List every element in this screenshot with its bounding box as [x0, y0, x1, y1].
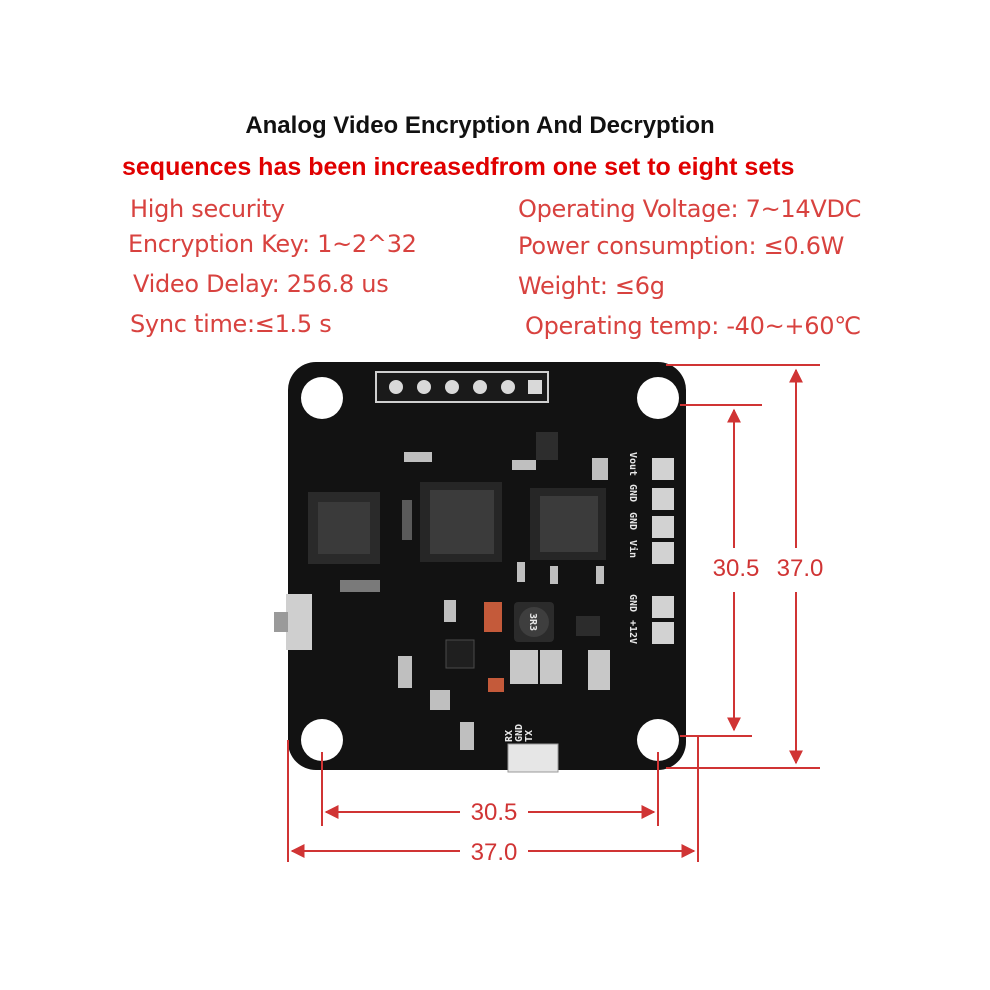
spec-operating-voltage: Operating Voltage: 7~14VDC [518, 195, 862, 223]
silk-inductor: 3R3 [527, 613, 538, 631]
spec-operating-temp: Operating temp: -40~+60℃ [525, 312, 861, 340]
pin-header [375, 371, 549, 403]
mcu-chip-left [308, 492, 380, 564]
spec-sync-time: Sync time:≤1.5 s [130, 310, 332, 338]
dimension-lines [287, 364, 820, 862]
side-switch [274, 594, 312, 650]
page-title: Analog Video Encryption And Decryption [245, 112, 715, 139]
main-chip-right [530, 488, 606, 560]
spec-video-delay: Video Delay: 256.8 us [133, 270, 389, 298]
inductor: 3R3 [514, 602, 554, 642]
dimension-hole-spacing-v: 30.5 [713, 555, 760, 582]
spec-power-consumption: Power consumption: ≤0.6W [518, 232, 845, 260]
dimension-board-height: 37.0 [777, 555, 824, 582]
silk-tx: TX [524, 730, 535, 742]
mounting-hole-bottom-right [637, 719, 679, 761]
silk-vin: Vin [627, 540, 639, 558]
uart-connector [507, 743, 559, 773]
mounting-hole-top-right [637, 377, 679, 419]
silk-gnd-4: GND [514, 724, 525, 742]
dimension-board-width: 37.0 [471, 839, 518, 866]
silk-vout: Vout [627, 452, 638, 476]
spec-encryption-key: Encryption Key: 1~2^32 [128, 230, 417, 258]
silk-gnd-1: GND [627, 484, 638, 502]
mounting-hole-bottom-left [301, 719, 343, 761]
silk-gnd-3: GND [627, 594, 638, 612]
spec-security: High security [130, 195, 285, 223]
pcb-board: 3R3 Vout GND GND Vin [274, 362, 686, 773]
silk-gnd-2: GND [627, 512, 638, 530]
feature-subtitle: sequences has been increasedfrom one set… [122, 153, 795, 181]
silk-12v: +12V [627, 620, 638, 644]
right-pads [652, 458, 674, 644]
spec-weight: Weight: ≤6g [518, 272, 665, 300]
main-chip-center [420, 482, 502, 562]
dimension-hole-spacing-h: 30.5 [471, 799, 518, 826]
mounting-hole-top-left [301, 377, 343, 419]
silk-rx: RX [504, 730, 515, 742]
